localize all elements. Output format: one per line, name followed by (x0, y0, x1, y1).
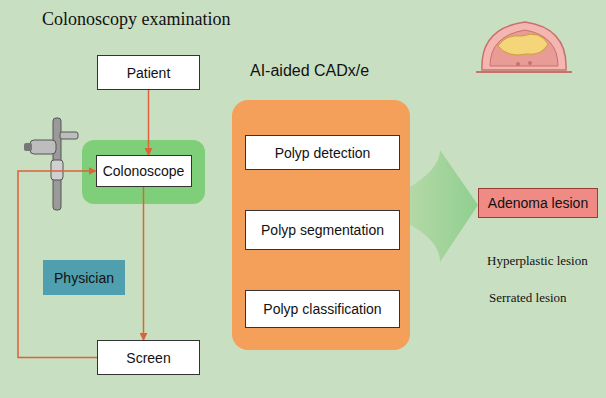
node-label: Polyp segmentation (261, 222, 384, 238)
node-label: Patient (127, 65, 171, 81)
node-label: Adenoma lesion (488, 195, 588, 211)
endoscope-icon (24, 118, 78, 210)
process-box: Colonoscope (96, 155, 192, 187)
process-box: Patient (97, 55, 200, 90)
class-label: Hyperplastic lesion (487, 253, 588, 269)
polyp-illustration (476, 22, 572, 72)
node-label: Polyp classification (263, 301, 381, 317)
node-label: Polyp detection (275, 145, 371, 161)
node-label: Screen (126, 350, 170, 366)
actor-box: Physician (43, 260, 125, 295)
class-label: Serrated lesion (489, 290, 567, 306)
process-box: Screen (97, 340, 200, 375)
ai-panel: AI-aided CADx/ePolyp detectionPolyp segm… (232, 100, 410, 350)
process-box: Polyp classification (245, 290, 400, 328)
diagram-title: Colonoscopy examination (42, 9, 230, 30)
output-arrow (405, 150, 478, 262)
panel-heading: AI-aided CADx/e (250, 62, 369, 80)
node-label: Physician (54, 270, 114, 286)
node-label: Colonoscope (103, 163, 185, 179)
result-box: Adenoma lesion (478, 188, 598, 218)
flow-arrow (143, 187, 145, 340)
flow-arrow (148, 90, 150, 155)
process-box: Polyp segmentation (245, 210, 400, 250)
process-box: Polyp detection (245, 135, 400, 170)
